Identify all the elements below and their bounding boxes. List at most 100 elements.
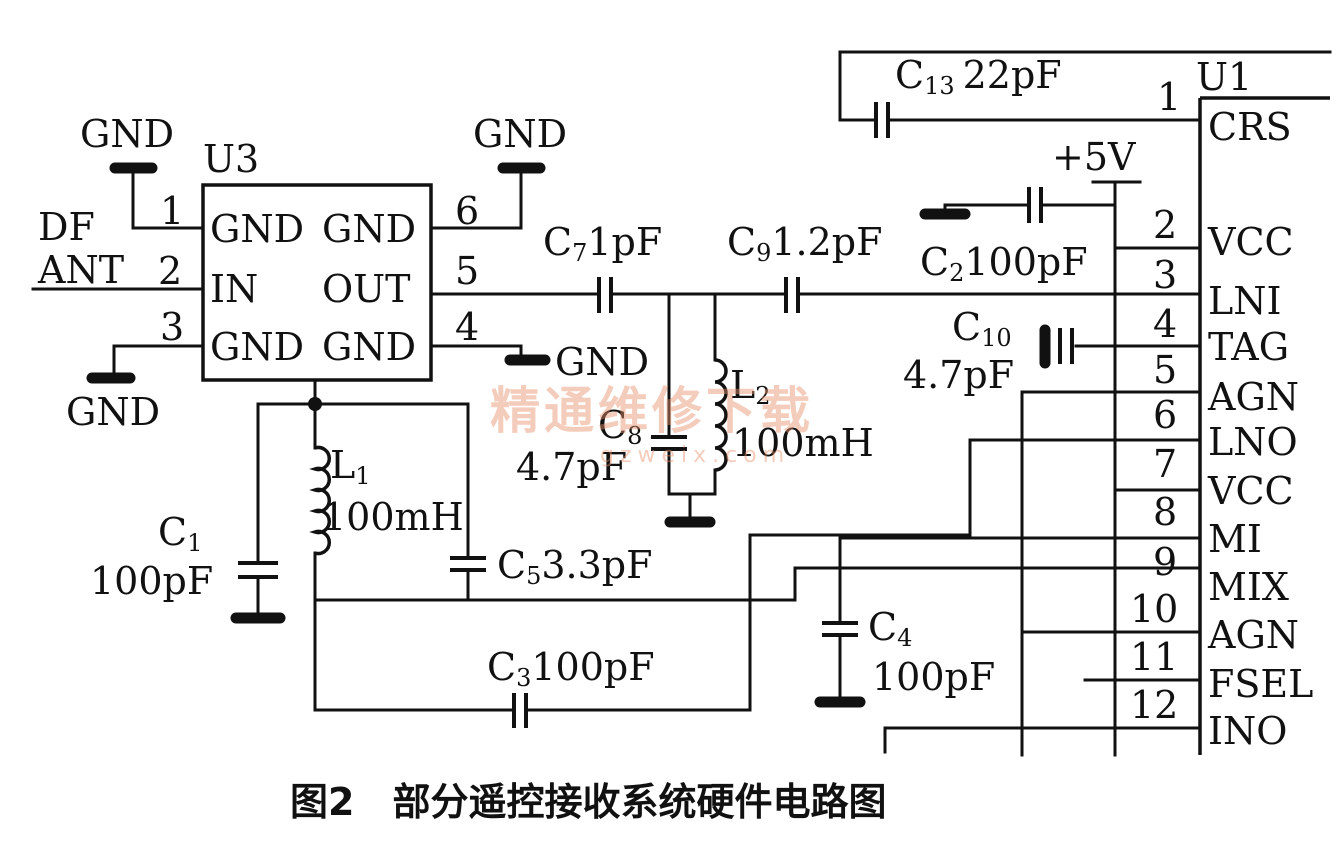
c3-ref: C bbox=[487, 645, 516, 689]
u1-pin-number: 1 bbox=[1157, 75, 1181, 119]
c7-sub: 7 bbox=[572, 239, 587, 267]
c10-sub: 10 bbox=[981, 324, 1012, 352]
u1-pin-number: 7 bbox=[1153, 442, 1177, 486]
u1-pin-number: 10 bbox=[1130, 587, 1178, 631]
c1-sub: 1 bbox=[187, 529, 202, 557]
u1-pin-name: VCC bbox=[1207, 469, 1294, 513]
u1-pin-number: 2 bbox=[1153, 203, 1177, 247]
gnd-label: GND bbox=[473, 112, 567, 156]
svg-text:C91.2pF: C91.2pF bbox=[727, 220, 882, 267]
capacitor-c7: C71pF bbox=[543, 220, 662, 313]
inductor-l1: L1 100mH bbox=[309, 443, 464, 712]
c10-value: 4.7pF bbox=[903, 353, 1014, 397]
capacitor-c9: C91.2pF bbox=[727, 220, 882, 313]
u1-pin-name: MIX bbox=[1208, 565, 1289, 609]
c4-ref: C bbox=[868, 605, 897, 649]
gnd-label: GND bbox=[80, 112, 174, 156]
c13-sub: 13 bbox=[924, 72, 955, 100]
u1-pin-name: CRS bbox=[1208, 105, 1292, 149]
c9-sub: 9 bbox=[756, 239, 771, 267]
svg-text:C1: C1 bbox=[158, 510, 202, 557]
u1-pin-name: INO bbox=[1208, 709, 1287, 753]
c7-ref: C bbox=[543, 220, 572, 264]
u1-pin-name: AGN bbox=[1207, 613, 1299, 657]
u3-pin2-number: 2 bbox=[158, 249, 182, 293]
u1-pin-number: 11 bbox=[1130, 635, 1178, 679]
c8-ref: C bbox=[598, 403, 627, 447]
u3-pin3-number: 3 bbox=[160, 305, 184, 349]
u3-ref: U3 bbox=[203, 137, 259, 181]
u3-pin5-name: OUT bbox=[322, 267, 411, 311]
l1-ref: L bbox=[330, 443, 355, 487]
c1-ref: C bbox=[158, 510, 187, 554]
watermark: 精通维修下载 gzweix.com bbox=[490, 382, 814, 468]
u1-pin-number: 5 bbox=[1153, 348, 1177, 392]
u1-pin-name: AGN bbox=[1207, 375, 1299, 419]
c3-sub: 3 bbox=[516, 664, 531, 692]
u1-pin-name: VCC bbox=[1207, 220, 1294, 264]
svg-text:C53.3pF: C53.3pF bbox=[497, 543, 652, 590]
capacitor-c3: C3100pF bbox=[313, 438, 1202, 728]
capacitor-c1: C1 100pF bbox=[90, 510, 286, 624]
svg-text:C71pF: C71pF bbox=[543, 220, 662, 267]
u3-pin4-name: GND bbox=[322, 325, 416, 369]
c13-value: 22pF bbox=[963, 53, 1062, 97]
l2-ref: L bbox=[730, 363, 755, 407]
svg-text:L2: L2 bbox=[730, 363, 771, 410]
antenna-label-df: DF bbox=[38, 205, 95, 249]
u3-pin4-number: 4 bbox=[455, 305, 479, 349]
inductor-l2: L2 100mH bbox=[664, 292, 874, 528]
c2-ref: C bbox=[920, 240, 949, 284]
c5-sub: 5 bbox=[526, 562, 541, 590]
u3-pin3-name: GND bbox=[210, 325, 304, 369]
l1-value: 100mH bbox=[322, 495, 464, 539]
c7-value: 1pF bbox=[587, 220, 662, 264]
u3-bottom-network bbox=[256, 378, 470, 562]
capacitor-c4: C4 100pF bbox=[814, 536, 1202, 708]
l1-sub: 1 bbox=[355, 462, 370, 490]
c9-value: 1.2pF bbox=[771, 220, 882, 264]
u1-pin-number: 8 bbox=[1153, 490, 1177, 534]
u1-pin-name: TAG bbox=[1208, 325, 1289, 369]
u1-pin-number: 3 bbox=[1153, 253, 1177, 297]
c1-value: 100pF bbox=[90, 559, 213, 603]
u3-pin5-number: 5 bbox=[455, 249, 479, 293]
u3-wiring: GND DF ANT GND GND GND bbox=[31, 112, 649, 434]
u1-ref: U1 bbox=[1196, 55, 1252, 99]
u1-pin-name: MI bbox=[1208, 517, 1262, 561]
u1-pin-number: 9 bbox=[1153, 540, 1177, 584]
u3-pin6-number: 6 bbox=[455, 189, 479, 233]
c2-sub: 2 bbox=[949, 259, 964, 287]
u1-pin-number: 4 bbox=[1153, 302, 1177, 346]
gnd-label: GND bbox=[66, 390, 160, 434]
c4-sub: 4 bbox=[897, 624, 912, 652]
c10-ref: C bbox=[952, 305, 981, 349]
u1-pin-number: 12 bbox=[1130, 683, 1178, 727]
svg-text:C10: C10 bbox=[952, 305, 1012, 352]
u3-chip: U3 GND IN GND GND OUT GND 1 2 3 6 5 4 bbox=[158, 137, 479, 382]
u3-pin2-name: IN bbox=[210, 267, 258, 311]
u1-pin-number: 6 bbox=[1153, 393, 1177, 437]
u3-pin1-name: GND bbox=[210, 207, 304, 251]
svg-text:C8: C8 bbox=[598, 403, 642, 450]
c9-ref: C bbox=[727, 220, 756, 264]
c3-value: 100pF bbox=[531, 645, 654, 689]
u1-pin-name: LNI bbox=[1208, 279, 1282, 323]
capacitor-c5: C53.3pF bbox=[450, 543, 652, 602]
c13-ref: C bbox=[895, 53, 924, 97]
svg-text:C3100pF: C3100pF bbox=[487, 645, 655, 692]
u3-pin6-name: GND bbox=[322, 207, 416, 251]
c4-value: 100pF bbox=[872, 655, 995, 699]
svg-text:C2100pF: C2100pF bbox=[920, 240, 1088, 287]
u1-pin-name: LNO bbox=[1208, 420, 1298, 464]
figure-caption: 图2 部分遥控接收系统硬件电路图 bbox=[290, 780, 886, 824]
gnd-label: GND bbox=[555, 340, 649, 384]
u1-pin-name: FSEL bbox=[1208, 662, 1313, 706]
c8-sub: 8 bbox=[627, 422, 642, 450]
svg-text:C4: C4 bbox=[868, 605, 912, 652]
capacitor-c8: C8 4.7pF bbox=[516, 292, 717, 496]
watermark-text: 精通维修下载 bbox=[490, 382, 814, 440]
